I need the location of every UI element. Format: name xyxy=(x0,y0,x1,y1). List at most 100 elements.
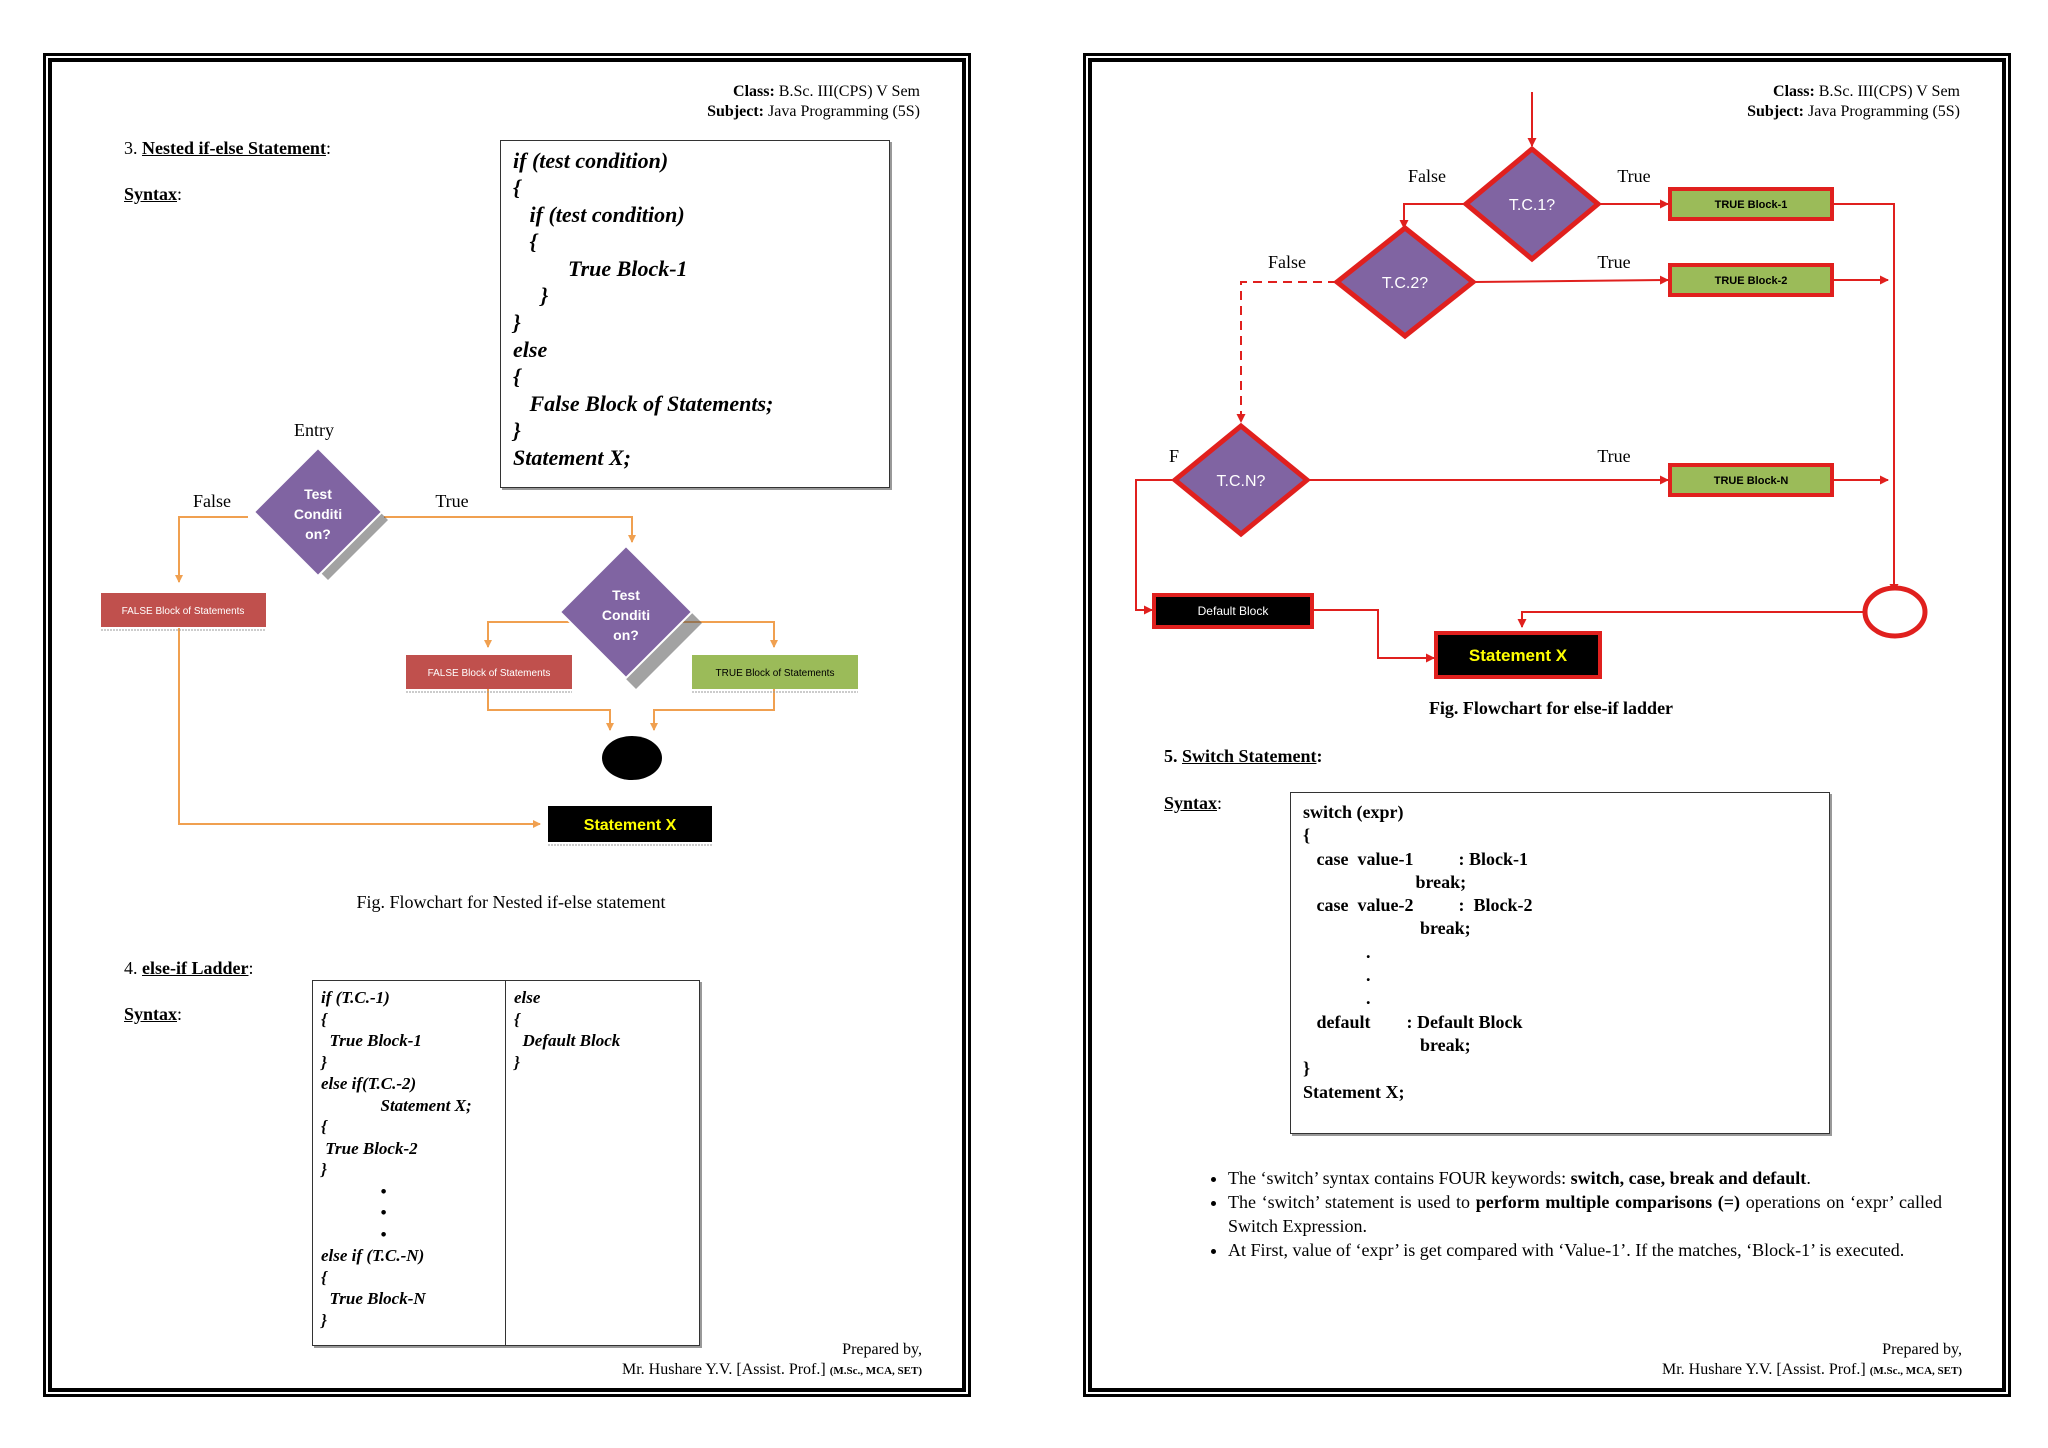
ladder-col-1: if (T.C.-1) { True Block-1 } else if(T.C… xyxy=(313,981,506,1345)
inner-false-block xyxy=(406,655,572,689)
note-3-pre: At First, value of ‘expr’ is get compare… xyxy=(1228,1240,1905,1260)
tc1-false-line xyxy=(1399,203,1466,229)
syntax-colon: : xyxy=(177,1004,183,1024)
section-colon: : xyxy=(248,958,254,978)
note-1-bold: switch, case, break and default xyxy=(1570,1168,1807,1188)
syntax-label-1: Syntax: xyxy=(124,184,182,205)
page-footer: Prepared by, Mr. Hushare Y.V. [Assist. P… xyxy=(622,1340,922,1381)
syntax-text: Syntax xyxy=(1164,793,1218,813)
prepared-by: Prepared by, xyxy=(842,1341,922,1358)
prepared-by: Prepared by, xyxy=(1882,1341,1962,1358)
syntax-colon: : xyxy=(1217,793,1223,813)
switch-syntax-box: switch (expr) { case value-1 : Block-1 b… xyxy=(1290,792,1830,1134)
class-value: B.Sc. III(CPS) V Sem xyxy=(1818,83,1960,100)
tcn-true-label: True xyxy=(1597,446,1630,466)
true-block-2-text: TRUE Block-2 xyxy=(1715,275,1788,287)
d1-line1: Test xyxy=(304,486,332,502)
author-name: Mr. Hushare Y.V. [Assist. Prof.] xyxy=(1662,1361,1866,1378)
class-label: Class: xyxy=(733,83,775,100)
true-branch-line xyxy=(384,516,636,543)
page-header: Class: B.Sc. III(CPS) V Sem Subject: Jav… xyxy=(1747,82,1960,122)
section-number: 4. xyxy=(124,958,138,978)
subject-value: Java Programming (5S) xyxy=(768,103,920,120)
tc1-true-label: True xyxy=(1617,166,1650,186)
subject-label: Subject: xyxy=(707,103,765,120)
tcn-diamond xyxy=(1171,422,1311,538)
subject-label: Subject: xyxy=(1747,103,1805,120)
true-block-1-text: TRUE Block-1 xyxy=(1715,199,1788,211)
tcn-false-line xyxy=(1135,479,1172,615)
true-block-2 xyxy=(1668,263,1834,297)
outer-false-block xyxy=(101,593,266,627)
tc2-diamond xyxy=(1332,224,1478,340)
else-if-ladder-flowchart: T.C.1? T.C.2? T.C.N? False True False Tr… xyxy=(1135,92,1928,679)
tc2-true-line xyxy=(1473,275,1669,285)
syntax-label-2: Syntax: xyxy=(124,1004,182,1025)
statement-x-box-2 xyxy=(1434,631,1602,679)
join-to-x-line xyxy=(1517,611,1864,628)
false-branch-line xyxy=(175,516,248,583)
d2-line1: Test xyxy=(612,587,640,603)
default-to-x-line xyxy=(1314,609,1435,663)
section-number: 3. xyxy=(124,138,138,158)
section-title: else-if Ladder xyxy=(142,958,249,978)
subject-value: Java Programming (5S) xyxy=(1808,103,1960,120)
join-connector xyxy=(602,736,662,780)
page-footer: Prepared by, Mr. Hushare Y.V. [Assist. P… xyxy=(1662,1340,1962,1381)
section-3-heading: 3. Nested if-else Statement: xyxy=(124,138,331,159)
true-to-join-line xyxy=(650,687,775,731)
false-to-join-line xyxy=(487,687,614,731)
tc2-text: T.C.2? xyxy=(1382,275,1428,292)
section-colon: : xyxy=(1316,746,1323,766)
section-title: Switch Statement xyxy=(1182,746,1317,766)
ladder-code-1: if (T.C.-1) { True Block-1 } else if(T.C… xyxy=(321,988,472,1330)
note-2-bold: perform multiple comparisons (=) xyxy=(1475,1192,1741,1212)
statement-x-box-1 xyxy=(548,806,712,842)
true-label: True xyxy=(435,491,468,511)
nested-if-flowchart: Test Conditi on? Test Conditi on? Entry … xyxy=(101,420,858,846)
tcn-text: T.C.N? xyxy=(1217,473,1266,490)
class-value: B.Sc. III(CPS) V Sem xyxy=(778,83,920,100)
note-item-2: The ‘switch’ statement is used to perfor… xyxy=(1228,1190,1942,1238)
section-colon: : xyxy=(325,138,331,158)
true-block-1 xyxy=(1668,187,1834,221)
else-if-ladder-syntax-box: if (T.C.-1) { True Block-1 } else if(T.C… xyxy=(312,980,700,1346)
tc1-text: T.C.1? xyxy=(1509,197,1555,214)
syntax-colon: : xyxy=(177,184,183,204)
author-qualifications: (M.Sc., MCA, SET) xyxy=(1869,1365,1962,1377)
false-label: False xyxy=(193,491,231,511)
d2-line2: Conditi xyxy=(602,607,650,623)
statement-x-text-2: Statement X xyxy=(1469,646,1568,665)
section-5-heading: 5. Switch Statement: xyxy=(1164,746,1322,767)
inner-false-block-text: FALSE Block of Statements xyxy=(428,668,551,679)
fig1-caption: Fig. Flowchart for Nested if-else statem… xyxy=(356,892,666,912)
inner-condition-diamond xyxy=(558,544,694,680)
tc1-false-label: False xyxy=(1408,166,1446,186)
tcn-false-label: F xyxy=(1169,446,1179,466)
d1-line2: Conditi xyxy=(294,506,342,522)
d2-line3: on? xyxy=(613,627,639,643)
ladder-col-2: else { Default Block } xyxy=(506,981,699,1345)
tc2-false-label: False xyxy=(1268,252,1306,272)
default-block xyxy=(1152,593,1314,629)
left-page: Class: B.Sc. III(CPS) V Sem Subject: Jav… xyxy=(48,58,966,1392)
true-block-n-text: TRUE Block-N xyxy=(1714,475,1789,487)
nested-syntax-box: if (test condition) { if (test condition… xyxy=(500,140,890,488)
inner-false-line xyxy=(484,621,577,648)
tc1-diamond xyxy=(1462,145,1602,263)
syntax-text: Syntax xyxy=(124,1004,178,1024)
outer-false-block-text: FALSE Block of Statements xyxy=(122,606,245,617)
inner-true-block xyxy=(692,655,858,689)
note-2-post: operations on ‘expr’ called Switch Expre… xyxy=(1228,1192,1943,1236)
outer-false-to-x-line xyxy=(178,628,541,828)
section-number: 5. xyxy=(1164,746,1178,766)
note-1-pre: The ‘switch’ syntax contains FOUR keywor… xyxy=(1228,1168,1571,1188)
syntax-text: Syntax xyxy=(124,184,178,204)
true-block-n xyxy=(1668,463,1834,497)
syntax-label-3: Syntax: xyxy=(1164,793,1222,814)
class-label: Class: xyxy=(1773,83,1815,100)
switch-notes-list: The ‘switch’ syntax contains FOUR keywor… xyxy=(1200,1166,1942,1262)
statement-x-text-1: Statement X xyxy=(584,817,677,834)
default-block-text: Default Block xyxy=(1198,604,1270,618)
fig2-caption: Fig. Flowchart for else-if ladder xyxy=(1428,698,1674,718)
